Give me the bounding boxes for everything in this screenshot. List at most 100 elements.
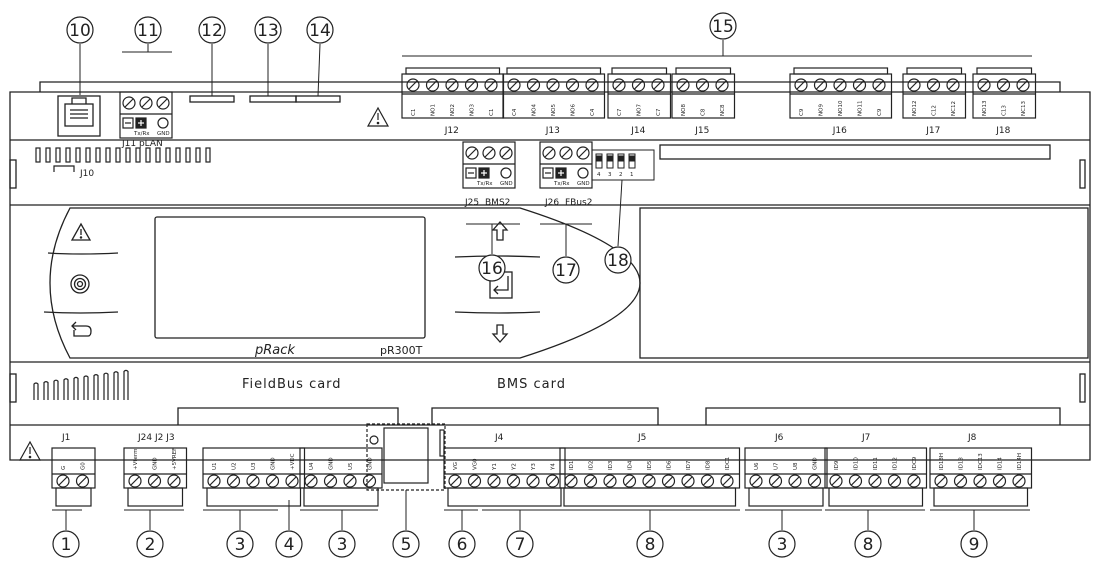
screw-terminal[interactable] — [973, 474, 987, 488]
screw-terminal[interactable] — [139, 96, 153, 110]
screw-terminal[interactable] — [406, 78, 420, 92]
screw-terminal[interactable] — [813, 78, 828, 92]
screw-terminal[interactable] — [464, 78, 479, 92]
screw-terminal[interactable] — [425, 78, 440, 92]
screw-terminal[interactable] — [868, 474, 882, 488]
screw-terminal[interactable] — [794, 78, 808, 92]
screw-terminal[interactable] — [484, 78, 498, 92]
screw-terminal[interactable] — [304, 474, 318, 488]
screw-terminal[interactable] — [715, 78, 729, 92]
dip-switch[interactable] — [628, 153, 636, 169]
screw-terminal[interactable] — [1012, 474, 1026, 488]
dip-switch[interactable] — [617, 153, 625, 169]
screw-terminal[interactable] — [156, 96, 170, 110]
screw-terminal[interactable] — [499, 146, 513, 160]
screw-terminal[interactable] — [977, 78, 991, 92]
screw-terminal[interactable] — [833, 78, 847, 92]
screw-terminal[interactable] — [700, 474, 715, 488]
screw-terminal[interactable] — [507, 78, 521, 92]
up-arrow-icon[interactable] — [491, 221, 509, 241]
screw-terminal[interactable] — [285, 474, 299, 488]
program-icon[interactable] — [70, 274, 90, 294]
screw-terminal[interactable] — [631, 78, 646, 92]
screw-terminal[interactable] — [448, 474, 462, 488]
screw-terminal[interactable] — [565, 78, 580, 92]
screw-terminal[interactable] — [788, 474, 802, 488]
screw-terminal[interactable] — [926, 78, 941, 92]
screw-terminal[interactable] — [362, 474, 377, 488]
screw-terminal[interactable] — [946, 78, 960, 92]
screw-terminal[interactable] — [167, 474, 181, 488]
screw-terminal[interactable] — [829, 474, 843, 488]
screw-terminal[interactable] — [487, 474, 501, 488]
screw-terminal[interactable] — [526, 78, 541, 92]
screw-terminal[interactable] — [651, 78, 665, 92]
screw-terminal[interactable] — [546, 78, 560, 92]
screw-terminal[interactable] — [583, 474, 598, 488]
screw-terminal[interactable] — [542, 146, 556, 160]
dip-switch[interactable] — [606, 153, 614, 169]
screw-terminal[interactable] — [934, 474, 948, 488]
j10-rj-port[interactable] — [57, 95, 101, 137]
screw-terminal[interactable] — [226, 474, 241, 488]
screw-terminal[interactable] — [445, 78, 459, 92]
screw-terminal[interactable] — [612, 78, 626, 92]
screw-terminal[interactable] — [720, 474, 734, 488]
screw-terminal[interactable] — [768, 474, 783, 488]
screw-terminal[interactable] — [75, 474, 90, 488]
screw-terminal[interactable] — [907, 474, 921, 488]
alarm-icon[interactable] — [70, 222, 92, 241]
screw-terminal[interactable] — [661, 474, 676, 488]
screw-terminal[interactable] — [887, 474, 902, 488]
screw-terminal[interactable] — [56, 474, 70, 488]
screw-terminal[interactable] — [852, 78, 867, 92]
screw-terminal[interactable] — [749, 474, 763, 488]
screw-terminal[interactable] — [482, 146, 496, 160]
screw-terminal[interactable] — [465, 146, 479, 160]
screw-terminal[interactable] — [603, 474, 617, 488]
screw-terminal[interactable] — [585, 78, 599, 92]
screw-terminal[interactable] — [545, 474, 560, 488]
screw-terminal[interactable] — [147, 474, 162, 488]
screw-terminal[interactable] — [992, 474, 1007, 488]
dip-switch[interactable] — [595, 153, 603, 169]
screw-terminal[interactable] — [622, 474, 637, 488]
screw-terminal[interactable] — [642, 474, 656, 488]
screw-terminal[interactable] — [1016, 78, 1030, 92]
screw-terminal[interactable] — [265, 474, 280, 488]
screw-terminal[interactable] — [207, 474, 221, 488]
screw-terminal[interactable] — [467, 474, 482, 488]
screw-terminal[interactable] — [128, 474, 142, 488]
screw-terminal[interactable] — [526, 474, 540, 488]
screw-terminal[interactable] — [872, 78, 886, 92]
screw-terminal[interactable] — [848, 474, 863, 488]
screw-terminal[interactable] — [323, 474, 338, 488]
escape-icon[interactable] — [71, 321, 92, 337]
screw-terminal[interactable] — [246, 474, 260, 488]
screw-terminal[interactable] — [564, 474, 578, 488]
screw-terminal[interactable] — [559, 146, 573, 160]
screw-terminal[interactable] — [807, 474, 822, 488]
screw-terminal[interactable] — [695, 78, 710, 92]
screw-terminal[interactable] — [343, 474, 357, 488]
